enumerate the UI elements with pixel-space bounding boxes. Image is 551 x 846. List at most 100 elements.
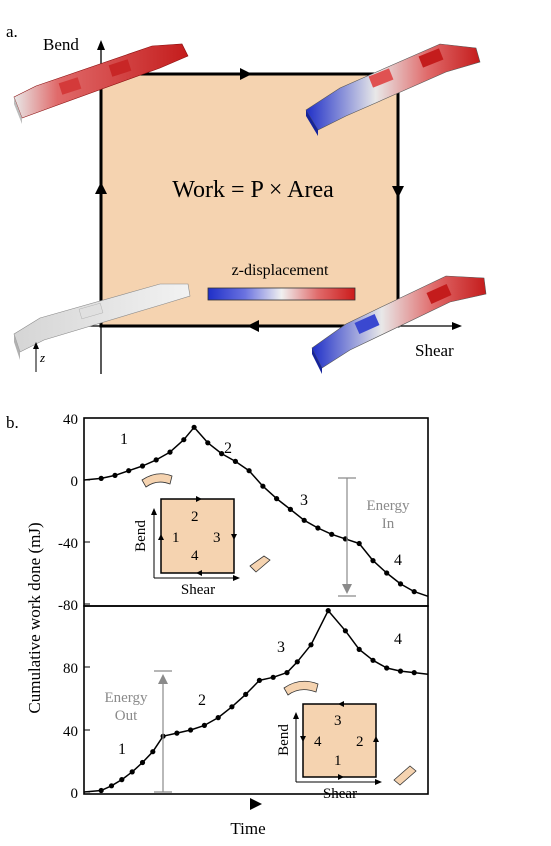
energy-in-label-2: In <box>382 516 395 532</box>
top-phase-3: 3 <box>300 492 308 509</box>
bottom-inset-bend: Bend <box>276 724 292 756</box>
top-data-point <box>301 517 307 523</box>
bottom-data-point <box>243 691 249 698</box>
panel-b-label: b. <box>6 413 19 432</box>
bottom-data-point <box>356 646 362 653</box>
colorbar <box>207 287 356 301</box>
bottom-data-point <box>150 749 156 755</box>
bottom-phase-4: 4 <box>394 631 402 648</box>
ytick-top-m80: -80 <box>58 598 78 614</box>
cycle-arrow-right <box>392 186 404 198</box>
top-data-point <box>260 483 266 489</box>
bottom-data-point <box>342 628 348 634</box>
panel-a-label: a. <box>6 22 18 41</box>
bottom-data-point <box>411 670 417 676</box>
bottom-inset-shear: Shear <box>323 786 357 802</box>
beam-bend-shear-topright <box>305 43 481 136</box>
bottom-data-point <box>129 769 135 775</box>
bottom-data-point <box>370 657 376 663</box>
top-data-point <box>98 475 104 481</box>
ytick-top-0: 0 <box>71 474 79 490</box>
bottom-data-point <box>98 787 104 794</box>
bottom-data-point <box>284 670 290 676</box>
cycle-arrow-left <box>95 182 107 194</box>
time-arrowhead <box>250 798 262 810</box>
bottom-phase-3: 3 <box>277 639 285 656</box>
top-data-point <box>315 525 321 531</box>
beam-undeformed-bottomleft <box>13 283 191 360</box>
top-inset-num-4: 4 <box>191 548 199 564</box>
top-data-point <box>205 440 211 446</box>
work-equation: Work = P × Area <box>172 177 334 203</box>
series-top-work <box>83 424 429 598</box>
energy-out-arrowhead <box>158 674 168 684</box>
top-data-point <box>153 457 159 463</box>
colorbar-label: z-displacement <box>232 262 329 279</box>
bottom-data-point <box>119 777 125 783</box>
plot-bottom-frame <box>83 605 429 795</box>
y-axis-label: Cumulative work done (mJ) <box>25 522 44 713</box>
ytick-bottom-0: 0 <box>71 786 79 802</box>
bottom-phase-2: 2 <box>198 692 206 709</box>
x-axis-label: Time <box>230 819 265 838</box>
top-data-point <box>329 531 335 537</box>
z-axis-arrowhead <box>33 342 39 349</box>
top-data-point <box>384 570 390 576</box>
ytick-top-40: 40 <box>63 412 78 428</box>
panel-a-y-arrowhead <box>97 40 105 50</box>
bend-axis-label: Bend <box>43 35 79 54</box>
top-inset-shear: Shear <box>181 582 215 598</box>
top-data-point <box>219 451 225 457</box>
bottom-data-point <box>325 608 331 614</box>
energy-in-arrowhead <box>342 584 352 594</box>
top-data-point <box>126 468 132 474</box>
bottom-phase-1: 1 <box>118 741 126 758</box>
bottom-data-point <box>270 674 276 680</box>
top-data-point <box>167 449 173 455</box>
cycle-arrow-bottom <box>247 320 259 332</box>
bottom-data-point <box>201 722 207 729</box>
beam-bend-topleft <box>13 43 189 124</box>
z-axis-label: z <box>39 350 45 365</box>
top-phase-4: 4 <box>394 552 402 569</box>
top-data-point <box>287 506 293 512</box>
bottom-inset-num-3: 3 <box>334 713 342 729</box>
energy-in-label-1: Energy <box>366 498 410 514</box>
top-data-point <box>411 589 417 595</box>
top-data-point <box>370 558 376 564</box>
top-data-point <box>139 463 146 469</box>
top-data-point <box>274 496 280 502</box>
top-inset-num-2: 2 <box>191 509 199 525</box>
plot-top-yticks: 40 0 -40 -80 <box>58 412 90 614</box>
cycle-arrow-top <box>240 68 252 80</box>
top-data-point <box>112 472 118 478</box>
energy-out-label-1: Energy <box>104 690 148 706</box>
top-phase-2: 2 <box>224 440 232 457</box>
bottom-data-point <box>174 730 180 736</box>
top-data-point <box>246 468 252 474</box>
bottom-data-point <box>256 677 262 684</box>
bottom-data-point <box>108 783 115 789</box>
bottom-data-point <box>139 759 146 766</box>
bottom-data-point <box>229 704 235 710</box>
top-data-point <box>232 458 238 464</box>
shear-axis-label: Shear <box>415 341 454 360</box>
top-inset-bend: Bend <box>133 520 149 552</box>
plot-bottom-yticks: 80 40 0 <box>63 661 90 802</box>
series-bottom-work <box>83 608 429 794</box>
top-data-point <box>397 581 404 587</box>
top-inset: Bend Shear 1 2 3 4 <box>133 473 271 598</box>
bottom-data-point <box>215 715 221 721</box>
bottom-inset-num-1: 1 <box>334 753 342 769</box>
beam-shear-bottomright <box>311 275 487 374</box>
top-inset-num-1: 1 <box>172 530 180 546</box>
bottom-inset-num-2: 2 <box>356 734 364 750</box>
bottom-inset: Bend Shear 4 3 2 1 <box>276 680 417 802</box>
bottom-data-point <box>384 665 390 671</box>
ytick-top-m40: -40 <box>58 536 78 552</box>
bottom-inset-num-4: 4 <box>314 734 322 750</box>
top-inset-num-3: 3 <box>213 530 221 546</box>
bottom-data-point <box>294 659 300 665</box>
panel-a-x-arrowhead <box>452 322 462 330</box>
